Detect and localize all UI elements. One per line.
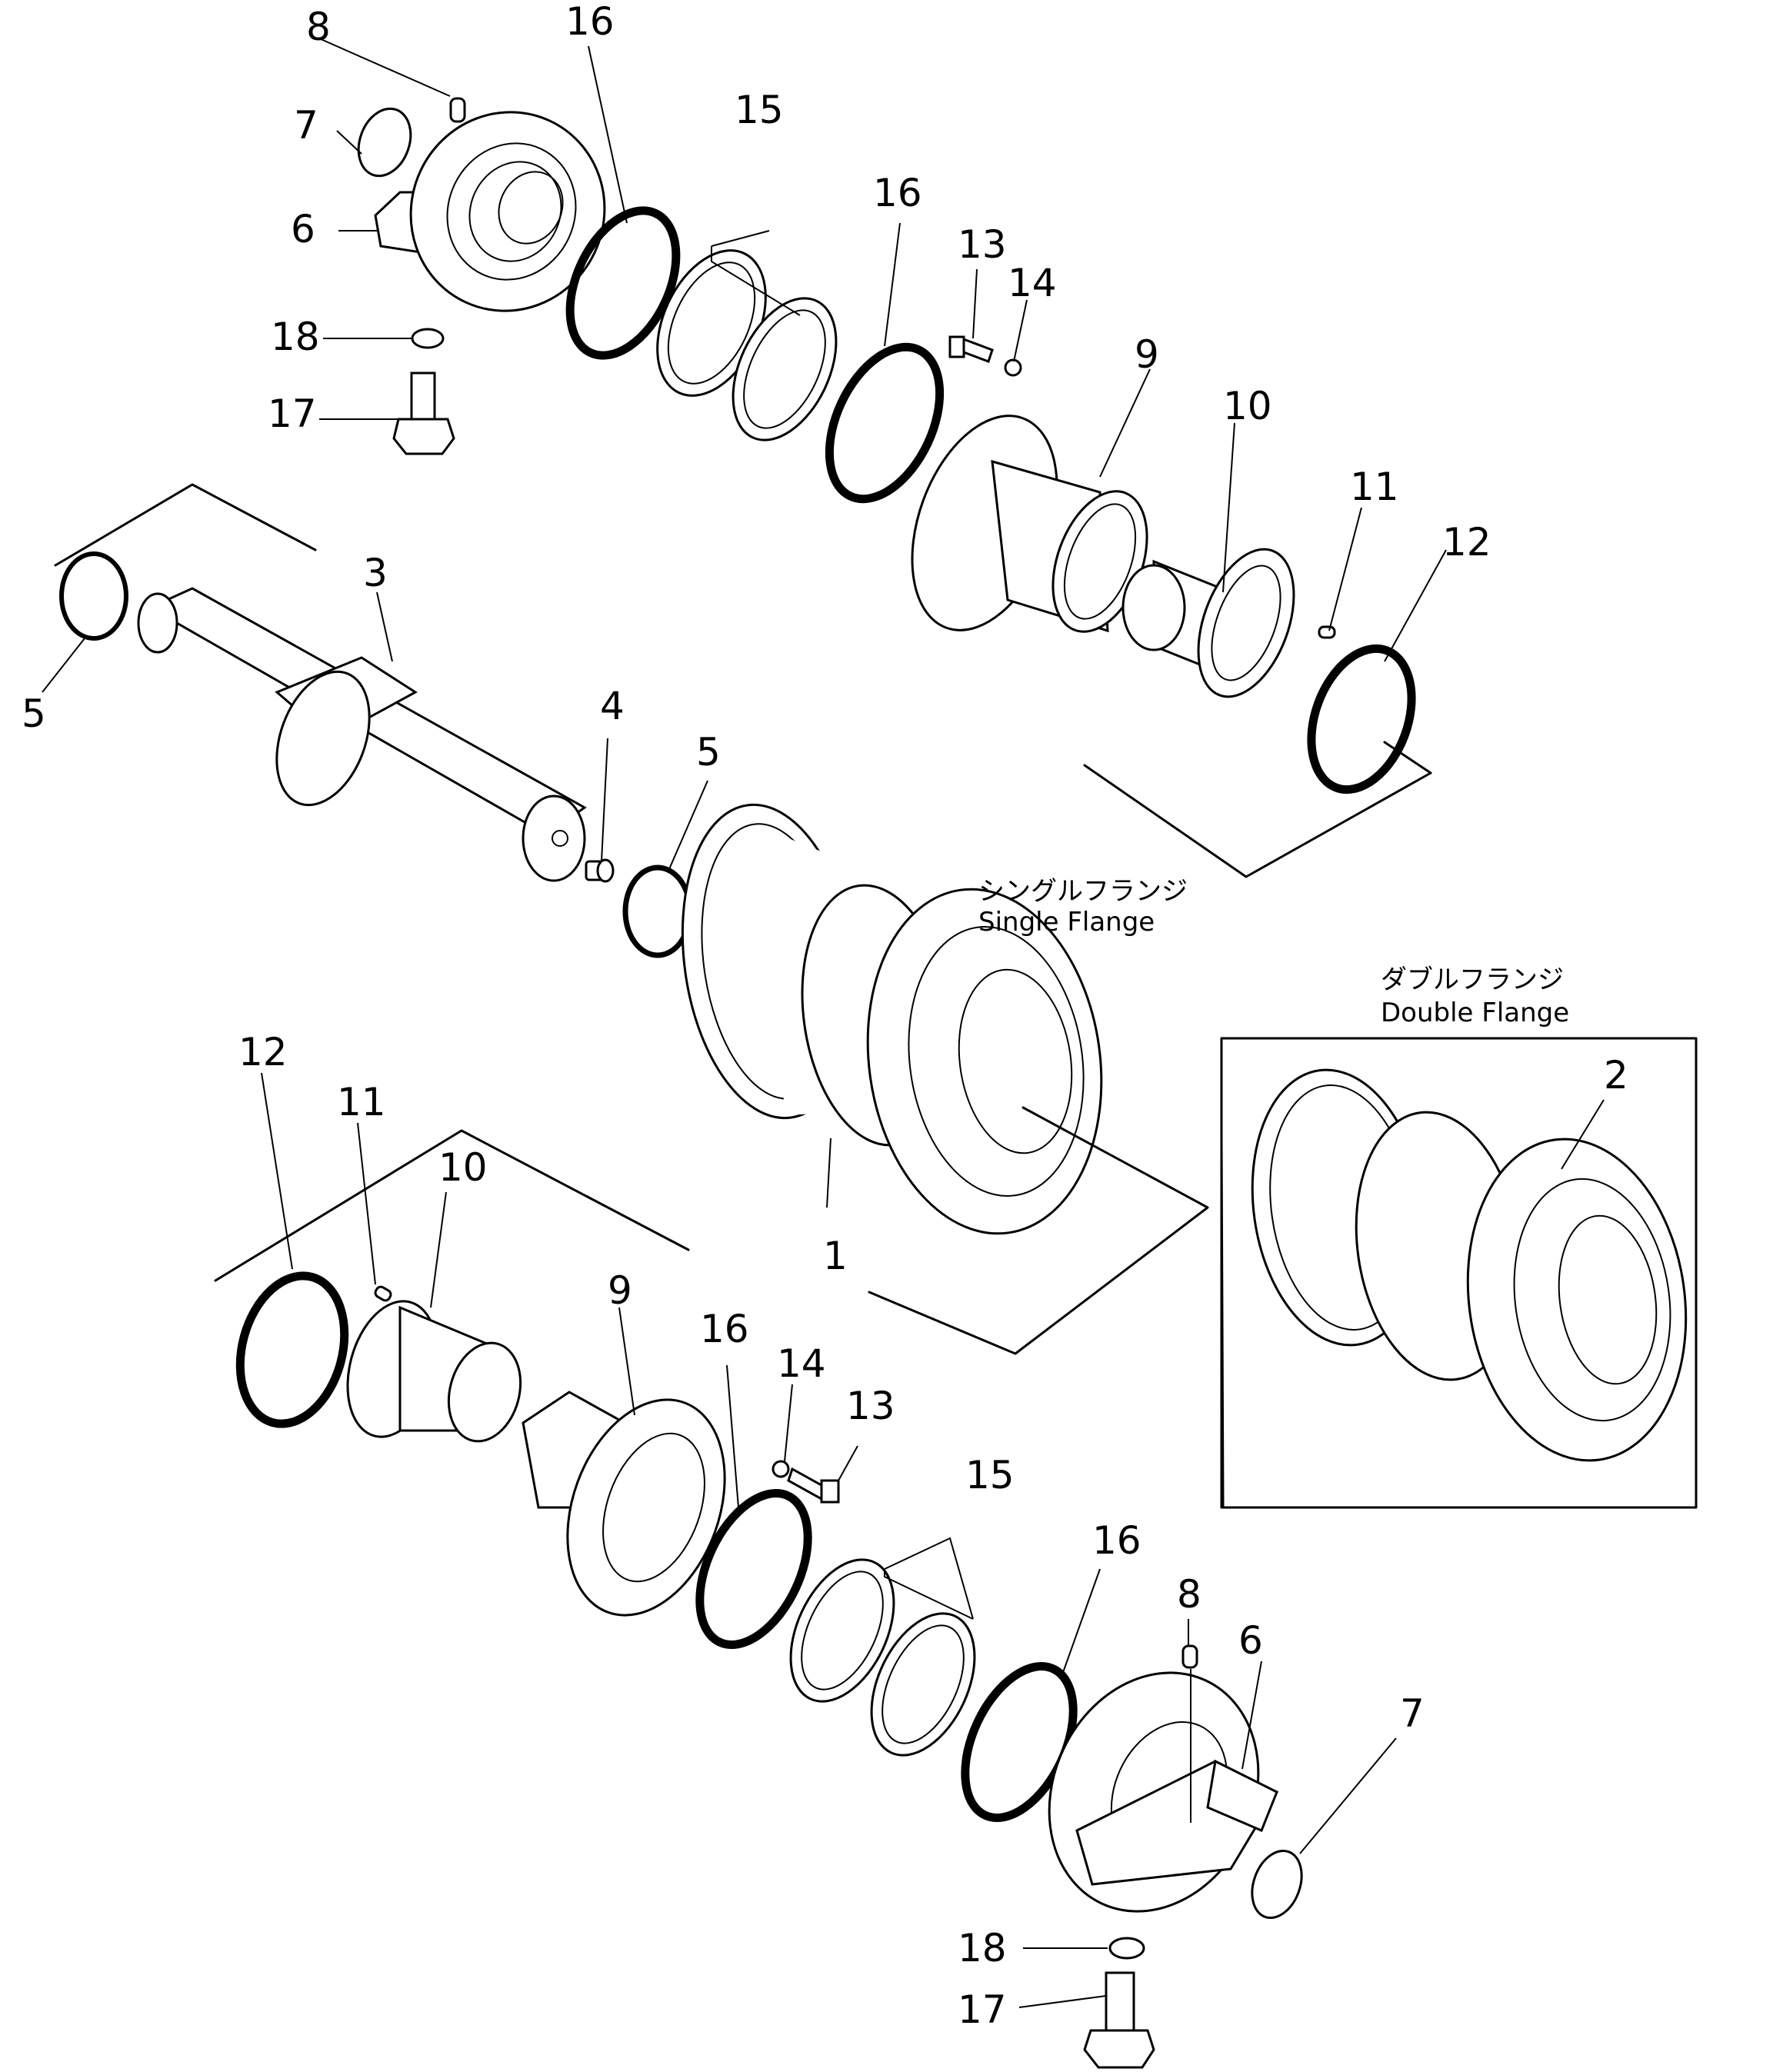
roller-1-bracket [868,1106,1209,1355]
callout-10-upper: 10 [1223,384,1272,428]
roller-2-double-flange [1251,1068,1688,1462]
callout-10-lower: 10 [438,1145,488,1190]
group-bracket-lower [214,1129,690,1282]
callout-5-left: 5 [22,691,46,736]
callout-15-upper: 15 [735,88,784,132]
pin-11-upper [1318,625,1336,639]
callout-18-upper: 18 [271,315,320,359]
bracket-lower [1048,1671,1279,1913]
pin-11-lower [374,1285,392,1302]
callout-6-upper: 6 [291,207,315,252]
bolt-13-upper [948,335,994,363]
snap-ring-lower [1251,1849,1303,1920]
bushing-10-upper [1121,548,1295,698]
shaft-3 [137,587,587,882]
caption-single-flange-jp: シングルフランジ [978,876,1188,907]
callout-8-lower: 8 [1177,1572,1201,1617]
callout-16-upper-a: 16 [565,0,615,44]
callout-7-lower: 7 [1400,1691,1425,1736]
snap-ring-upper [357,107,412,178]
callout-6-lower: 6 [1238,1618,1263,1663]
o-ring-16-upper-b [825,342,945,504]
seal-15-lower [789,1558,976,1757]
callout-16-lower-a: 16 [700,1307,749,1351]
callout-9-upper: 9 [1135,332,1159,377]
callout-18-lower: 18 [958,1926,1007,1970]
roller-1-single-flange [681,803,1103,1235]
shaft-group-bracket [54,483,317,567]
callout-13-lower: 13 [846,1384,895,1428]
callout-14-lower: 14 [777,1341,826,1386]
leader-lines [42,38,1605,2008]
caption-single-flange-en: Single Flange [978,907,1155,938]
group-bracket-upper [1083,764,1432,878]
callout-12-lower: 12 [238,1030,288,1074]
caption-double-flange-en: Double Flange [1381,998,1569,1028]
callout-16-upper-b: 16 [873,171,922,215]
washer-14-upper [1004,358,1022,377]
callout-8-upper: 8 [306,5,331,49]
bolt-upper [392,371,455,455]
callout-17-upper: 17 [268,391,317,436]
callout-4: 4 [600,684,625,728]
plug-4 [585,858,615,883]
snap-ring-12-upper [1307,644,1416,794]
o-ring-5-left [59,551,128,641]
bolt-13-lower [787,1467,840,1504]
callout-11-lower: 11 [337,1080,386,1124]
snap-ring-12-lower [235,1271,349,1428]
callout-3: 3 [363,551,388,595]
pin-upper [449,97,466,123]
bracket-upper [374,111,606,312]
callout-14-upper: 14 [1008,261,1057,305]
callout-17-lower: 17 [958,1987,1007,2032]
collar-9-upper [911,415,1148,633]
callout-12-upper: 12 [1442,520,1491,565]
callout-9-lower: 9 [608,1268,632,1313]
callout-15-lower: 15 [965,1453,1015,1497]
washer-14-lower [772,1460,790,1478]
washer-upper [411,328,445,349]
callout-5-right: 5 [696,730,721,775]
callout-1: 1 [823,1234,848,1278]
callout-16-lower-b: 16 [1092,1518,1141,1563]
callout-11-upper: 11 [1350,465,1399,509]
o-ring-5-right [622,864,693,958]
pin-lower [1181,1644,1198,1669]
washer-lower [1108,1937,1145,1960]
bushing-10-lower [346,1300,522,1443]
bolt-lower [1083,1971,1155,2069]
caption-double-flange-jp: ダブルフランジ [1381,964,1564,995]
callout-labels: 8 16 7 15 16 6 13 14 9 18 10 17 11 12 3 … [22,0,1628,2032]
callout-7-upper: 7 [294,103,318,148]
callout-2: 2 [1604,1053,1628,1098]
o-ring-16-lower-a [695,1489,812,1649]
o-ring-16-upper-a [565,206,681,360]
collar-9-lower [522,1391,726,1617]
seal-15-upper [656,249,838,441]
callout-13-upper: 13 [958,222,1007,267]
